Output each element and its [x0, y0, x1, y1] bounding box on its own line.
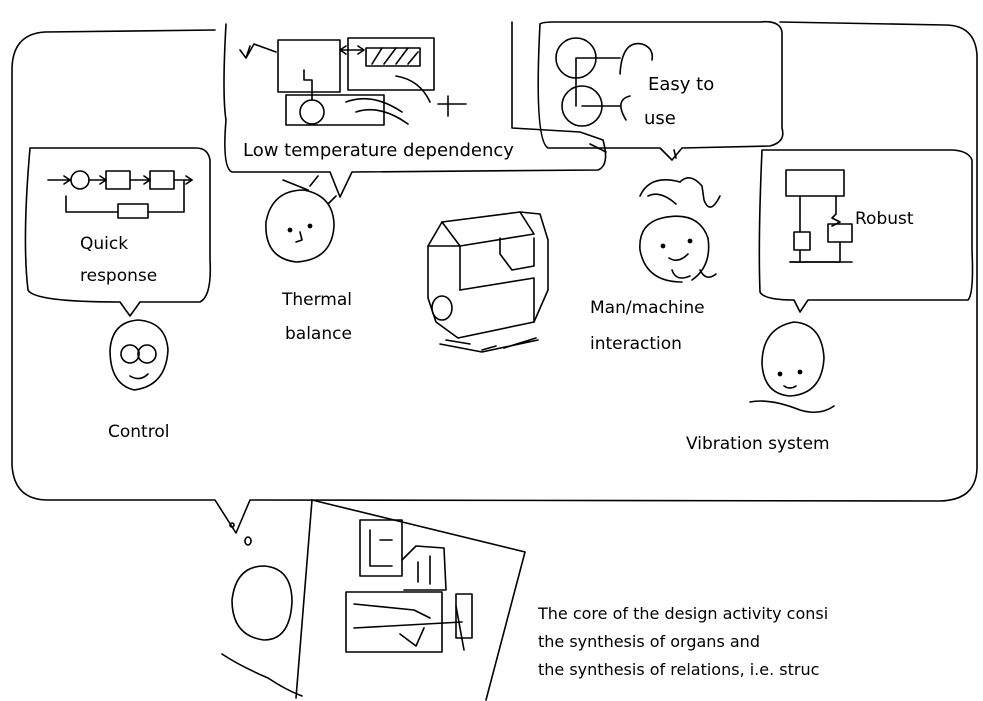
man-machine-face — [639, 177, 721, 283]
big-thought-bubble — [11, 21, 978, 534]
control-block-diagram — [47, 170, 193, 219]
thermal-balance-face — [265, 175, 337, 263]
caption-line-1: The core of the design activity consi — [538, 604, 829, 623]
low-temperature-label: Low temperature dependency — [243, 140, 514, 161]
man-machine-label: Man/machine — [590, 298, 705, 318]
bubble-tail-lines — [589, 143, 677, 159]
easy-sketch — [555, 37, 654, 127]
control-label: Control — [108, 422, 170, 442]
paper-sketch — [295, 499, 526, 701]
designer-head — [221, 522, 303, 697]
vibration-face — [749, 321, 835, 414]
balance-label: balance — [285, 324, 352, 344]
thermal-speech-bubble — [223, 21, 607, 198]
thermal-label: Thermal — [282, 290, 353, 310]
caption-line-3: the synthesis of relations, i.e. struc — [538, 660, 820, 679]
control-speech-bubble — [24, 147, 212, 317]
easy-speech-bubble — [537, 20, 784, 161]
vibration-sketch — [785, 169, 853, 263]
interaction-label: interaction — [590, 334, 682, 354]
caption-line-2: the synthesis of organs and — [538, 632, 760, 651]
thermal-sketch — [239, 37, 467, 126]
response-label: response — [80, 266, 158, 286]
machine-sketch — [427, 211, 549, 353]
vibration-label: Vibration system — [686, 434, 830, 454]
robust-label: Robust — [855, 209, 914, 229]
easy-label: Easy to — [648, 74, 715, 95]
vibration-speech-bubble — [758, 149, 974, 313]
control-face — [109, 319, 169, 391]
quick-label: Quick — [80, 234, 129, 254]
use-label: use — [644, 108, 676, 129]
